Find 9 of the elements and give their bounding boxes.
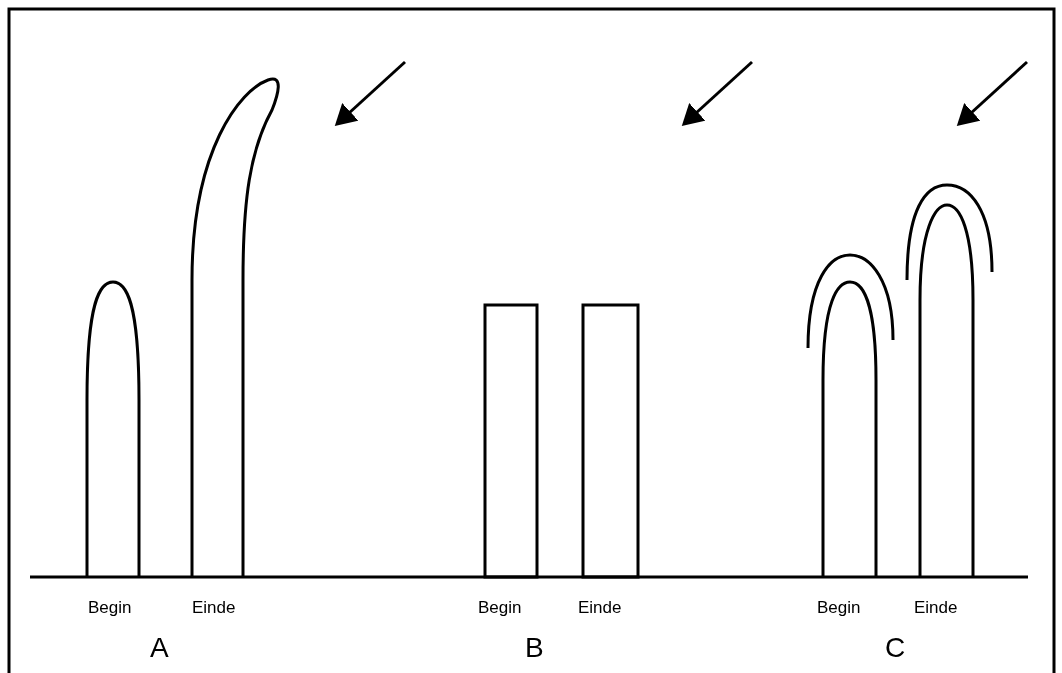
- panel-letter: C: [885, 634, 906, 662]
- panel-letter: A: [150, 634, 169, 662]
- position-label: Begin: [817, 599, 861, 616]
- position-label: Einde: [192, 599, 236, 616]
- position-label: Begin: [88, 599, 132, 616]
- position-label: Begin: [478, 599, 522, 616]
- position-label: Einde: [578, 599, 622, 616]
- position-label: Einde: [914, 599, 958, 616]
- panel-letter: B: [525, 634, 544, 662]
